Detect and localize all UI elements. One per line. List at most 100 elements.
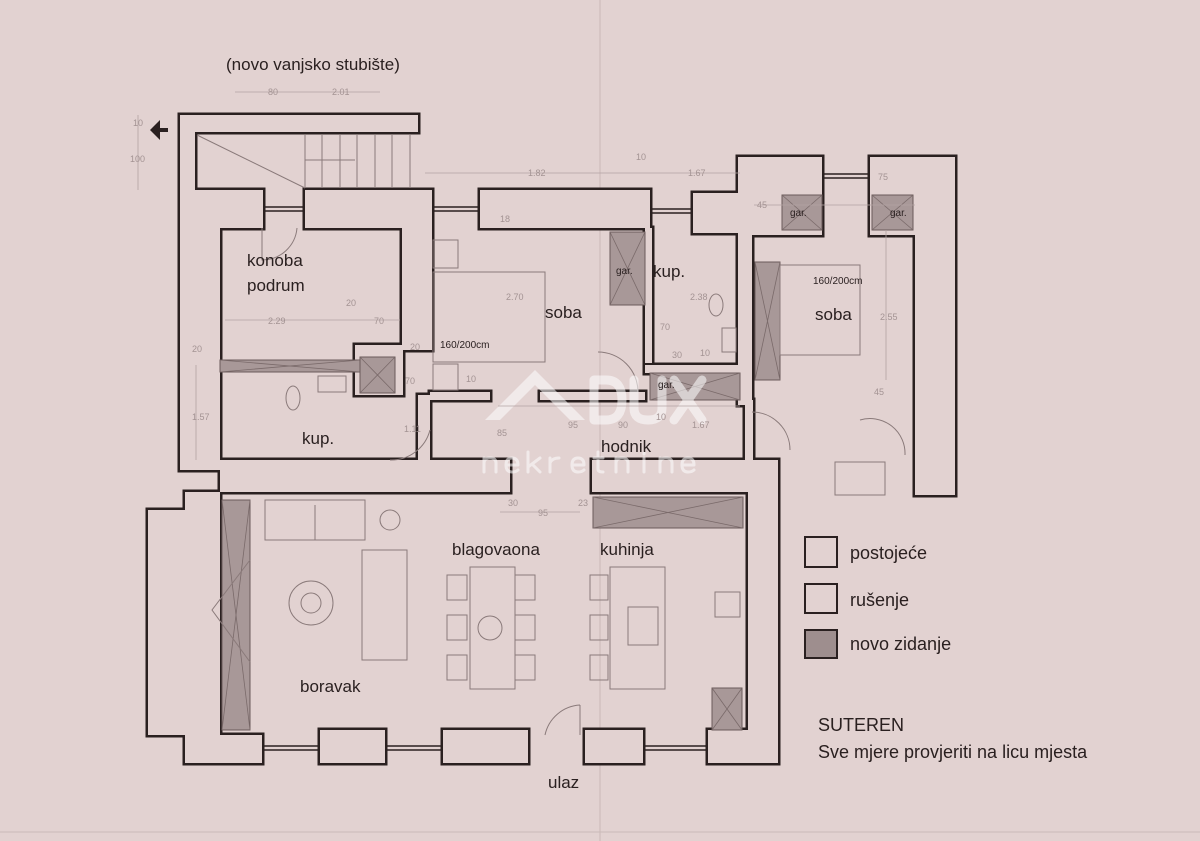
plant bbox=[379, 509, 401, 531]
dimension-label: 1.67 bbox=[692, 420, 710, 430]
legend-label: novo zidanje bbox=[850, 634, 951, 654]
dimension-label: 1.11 bbox=[404, 424, 421, 434]
wall bbox=[402, 190, 432, 350]
dining-table bbox=[469, 566, 516, 690]
bed bbox=[779, 264, 861, 356]
dimension-label: 70 bbox=[374, 316, 384, 326]
cross-hatch bbox=[359, 356, 396, 394]
watermark-glyph bbox=[680, 456, 696, 474]
furniture bbox=[150, 120, 906, 736]
room-label-kupaonica: kup. bbox=[653, 262, 685, 281]
arrow-icon bbox=[150, 120, 168, 140]
dimension-label: 45 bbox=[757, 200, 767, 210]
room-label-kupaonica: kup. bbox=[302, 429, 334, 448]
wall bbox=[185, 492, 220, 762]
legend: postojeće rušenje novo zidanje bbox=[804, 536, 951, 659]
wall bbox=[430, 392, 490, 400]
legend-swatch-new-wall bbox=[804, 629, 838, 659]
sink bbox=[721, 327, 737, 353]
stair-note: (novo vanjsko stubište) bbox=[226, 55, 400, 74]
door bbox=[261, 227, 298, 261]
dimension-label: 75 bbox=[878, 172, 888, 182]
wall bbox=[708, 730, 778, 763]
toilet bbox=[708, 293, 724, 317]
dimension-label: 30 bbox=[672, 350, 682, 360]
legend-swatch-existing bbox=[804, 536, 838, 568]
dimension-label: 80 bbox=[268, 87, 278, 97]
window bbox=[432, 206, 480, 212]
tv bbox=[211, 559, 251, 663]
dimension-label: 1.57 bbox=[192, 412, 210, 422]
window bbox=[262, 745, 320, 751]
watermark-glyph bbox=[482, 456, 498, 474]
nightstand bbox=[432, 239, 459, 269]
watermark-glyph bbox=[548, 456, 561, 474]
coffee-table bbox=[288, 580, 334, 626]
cross-hatch bbox=[221, 499, 251, 731]
watermark-glyph bbox=[658, 456, 674, 474]
bed-size-label: 160/200cm bbox=[813, 276, 862, 287]
bed-size-label: 160/200cm bbox=[440, 340, 489, 351]
room-label-soba: soba bbox=[545, 303, 582, 322]
wardrobe-label: gar. bbox=[790, 208, 807, 219]
cooktop bbox=[627, 606, 659, 646]
dimension-label: 1.82 bbox=[528, 168, 546, 178]
wall bbox=[738, 228, 752, 405]
room-label-boravak: boravak bbox=[300, 677, 361, 696]
wall bbox=[645, 365, 745, 373]
dimension-label: 2.55 bbox=[880, 312, 898, 322]
wall bbox=[418, 395, 430, 460]
windows bbox=[262, 173, 870, 751]
sofa bbox=[361, 549, 408, 661]
dimension-label: 20 bbox=[410, 342, 420, 352]
watermark-logo bbox=[482, 370, 707, 474]
dimension-label: 10 bbox=[636, 152, 646, 162]
wardrobe bbox=[834, 461, 886, 496]
wall bbox=[915, 157, 955, 495]
dimension-label: 23 bbox=[578, 498, 588, 508]
kitchen-island bbox=[609, 566, 666, 690]
dimension-label: 95 bbox=[538, 508, 548, 518]
dimension-labels: 80 2.01 10 100 1.82 10 1.67 45 75 18 2.7… bbox=[130, 87, 898, 518]
wall bbox=[180, 190, 220, 470]
dimension-label: 2.38 bbox=[690, 292, 708, 302]
room-label-kuhinja: kuhinja bbox=[600, 540, 654, 559]
walls-fill bbox=[148, 115, 955, 763]
watermark-glyph bbox=[504, 456, 520, 474]
legend-swatch-demolition bbox=[804, 583, 838, 614]
room-label-ulaz: ulaz bbox=[548, 773, 579, 792]
cross-hatch bbox=[219, 359, 361, 373]
door bbox=[859, 418, 906, 456]
stairs bbox=[196, 134, 411, 189]
wall bbox=[185, 735, 262, 763]
bed bbox=[432, 271, 546, 363]
watermark-glyph bbox=[592, 450, 605, 474]
dimension-label: 18 bbox=[500, 214, 510, 224]
dimension-label: 20 bbox=[192, 344, 202, 354]
window bbox=[822, 173, 870, 179]
plan-note: Sve mjere provjeriti na licu mjesta bbox=[818, 742, 1088, 762]
kitchen-sink bbox=[714, 591, 741, 618]
new-walls bbox=[219, 194, 914, 731]
cross-hatch bbox=[711, 687, 743, 731]
window bbox=[650, 208, 693, 214]
wall bbox=[148, 510, 185, 735]
nightstand bbox=[432, 363, 459, 391]
wardrobe-label: gar. bbox=[658, 380, 675, 391]
window bbox=[643, 745, 708, 751]
cross-hatch bbox=[754, 261, 781, 381]
dimension-label: 2.70 bbox=[506, 292, 524, 302]
window bbox=[385, 745, 443, 751]
dimension-label: 10 bbox=[700, 348, 710, 358]
dimension-label: 45 bbox=[874, 387, 884, 397]
sink bbox=[317, 375, 347, 393]
wall bbox=[693, 193, 738, 233]
dimension-label: 100 bbox=[130, 154, 145, 164]
dimension-label: 2.01 bbox=[332, 87, 350, 97]
watermark-glyph bbox=[526, 450, 542, 474]
room-label-soba: soba bbox=[815, 305, 852, 324]
toilet bbox=[285, 385, 301, 411]
wardrobe-label: gar. bbox=[616, 266, 633, 277]
legend-label: postojeće bbox=[850, 543, 927, 563]
